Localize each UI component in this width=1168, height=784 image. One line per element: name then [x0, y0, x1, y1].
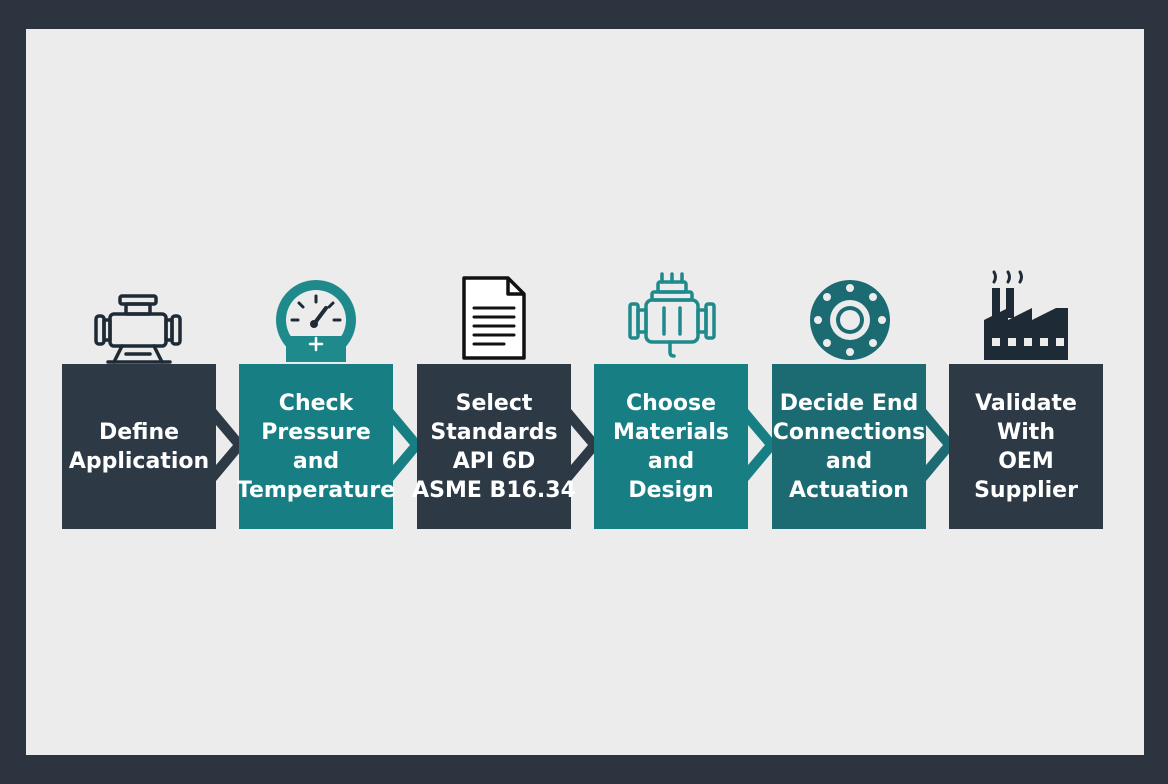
document-icon: [456, 268, 556, 364]
step-label-line: and: [292, 448, 340, 474]
step-label-line: Decide End: [779, 390, 919, 416]
valve-body-icon: [624, 268, 724, 364]
step-label-line: OEM: [998, 448, 1054, 474]
step-select-standards: Select Standards API 6D ASME B16.34: [412, 364, 576, 529]
flange-icon: [802, 268, 902, 364]
arrow-right-icon: [216, 409, 250, 481]
step-label-line: Choose: [625, 390, 717, 416]
step-label-line: Pressure: [261, 419, 371, 445]
step-label-line: Select: [455, 390, 533, 416]
step-label-line: Actuation: [789, 477, 909, 503]
step-label-line: Materials: [612, 419, 730, 445]
pipe-valve-icon: [88, 268, 188, 364]
step-label-line: API 6D: [452, 448, 536, 474]
step-label-line: Standards: [430, 419, 558, 445]
step-label-line: Supplier: [974, 477, 1078, 503]
arrow-right-icon: [748, 409, 782, 481]
arrow-right-icon: [393, 409, 427, 481]
step-choose-materials-design: Choose Materials and Design: [594, 364, 748, 529]
arrow-right-icon: [571, 409, 605, 481]
step-label-line: and: [825, 448, 873, 474]
step-define-application: Define Application: [62, 364, 216, 529]
factory-icon: [978, 268, 1078, 364]
step-label-line: ASME B16.34: [412, 477, 576, 503]
step-label-line: Connections: [772, 419, 926, 445]
step-decide-end-connections-actuation: Decide End Connections and Actuation: [772, 364, 926, 529]
pressure-gauge-icon: [270, 268, 370, 364]
step-label-line: Check: [278, 390, 354, 416]
step-label-line: With: [997, 419, 1055, 445]
step-label-line: Design: [628, 477, 714, 503]
step-label-line: and: [647, 448, 695, 474]
arrow-right-icon: [926, 409, 960, 481]
step-label-line: Application: [68, 448, 210, 474]
step-label-line: Define: [98, 419, 180, 445]
step-check-pressure-temperature: Check Pressure and Temperature: [236, 364, 396, 529]
step-label-line: Validate: [975, 390, 1077, 416]
step-label-line: Temperature: [236, 477, 396, 503]
step-validate-oem-supplier: Validate With OEM Supplier: [949, 364, 1103, 529]
